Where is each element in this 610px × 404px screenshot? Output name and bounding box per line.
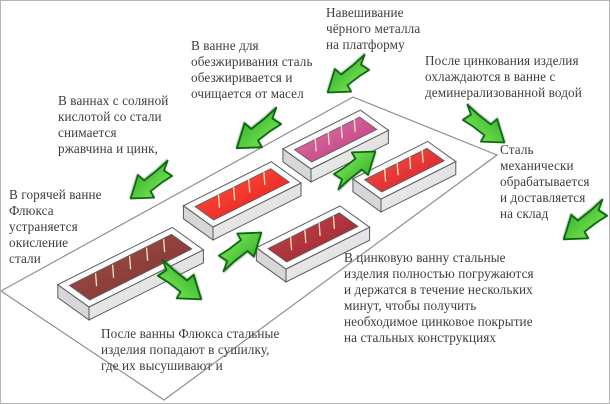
label-degreasing-bath: В ванне для обезжиривания сталь обезжири… — [191, 38, 313, 101]
arrow-hanging — [326, 53, 371, 94]
degreasing-bath-hook — [353, 118, 356, 132]
label-acid-bath: В ваннах с соляной кислотой со стали сни… — [58, 93, 169, 156]
arrow-mechanical-glyph — [462, 103, 506, 144]
flux-bath-hook — [162, 239, 166, 253]
arrow-cooling-glyph — [333, 150, 377, 191]
arrow-sklad — [562, 198, 609, 241]
arrow-degreasing-glyph — [235, 106, 283, 150]
degreasing-bath-hook — [340, 125, 343, 139]
arrow-degreasing — [235, 106, 283, 150]
label-hanging-metal: Навешивание чёрного металла на платформу — [326, 5, 421, 52]
zinc-bath — [255, 205, 371, 283]
label-zinc-bath: В цинковую ванну стальные изделия полнос… — [344, 250, 534, 345]
degreasing-bath-hook — [314, 138, 317, 152]
zinc-bath-hook — [304, 229, 307, 244]
arrow-acid-glyph — [129, 159, 174, 200]
cooling-bath — [351, 140, 457, 213]
acid-bath-hook — [232, 187, 236, 201]
acid-bath-hook — [217, 194, 221, 208]
flux-bath-hook — [145, 247, 149, 261]
arrow-sklad-glyph — [562, 198, 609, 241]
cooling-bath-hook — [408, 156, 412, 170]
arrow-dryer-glyph — [157, 258, 203, 301]
degreasing-bath-liquid — [293, 116, 378, 163]
label-flux-bath: В горячей ванне Флюкса устраняется окисл… — [9, 187, 102, 266]
zinc-bath-hook — [332, 215, 336, 229]
arrow-hanging-glyph — [326, 53, 371, 94]
flux-bath-hook — [128, 256, 132, 270]
zinc-bath-liquid — [267, 212, 359, 263]
label-cooling-bath: После цинкования изделия охлаждаются в в… — [425, 53, 582, 100]
acid-bath-hook — [248, 179, 251, 193]
acid-bath-hook — [263, 171, 266, 186]
arrow-to-zinc-glyph — [218, 231, 263, 273]
acid-bath-liquid — [194, 168, 291, 221]
label-dryer: После ванны Флюкса стальные изделия попа… — [101, 326, 280, 373]
flux-bath-hook — [94, 273, 98, 287]
cooling-bath-hook — [421, 149, 424, 163]
arrow-cooling — [333, 150, 377, 191]
acid-bath — [182, 161, 302, 241]
cooling-bath-liquid — [363, 147, 445, 193]
label-mechanical-processing: Сталь механически обрабатывается и доста… — [500, 142, 590, 221]
cooling-bath-hook — [396, 162, 399, 176]
zinc-bath-hook — [318, 222, 321, 236]
cooling-bath-hook — [383, 168, 387, 182]
arrow-dryer — [157, 258, 203, 301]
arrow-to-zinc — [218, 231, 263, 273]
degreasing-bath — [281, 109, 390, 183]
zinc-bath-hook — [289, 237, 293, 251]
arrow-mechanical — [462, 103, 506, 144]
degreasing-bath-hook — [327, 131, 330, 145]
arrow-acid — [129, 159, 174, 200]
flux-bath-hook — [111, 264, 115, 278]
